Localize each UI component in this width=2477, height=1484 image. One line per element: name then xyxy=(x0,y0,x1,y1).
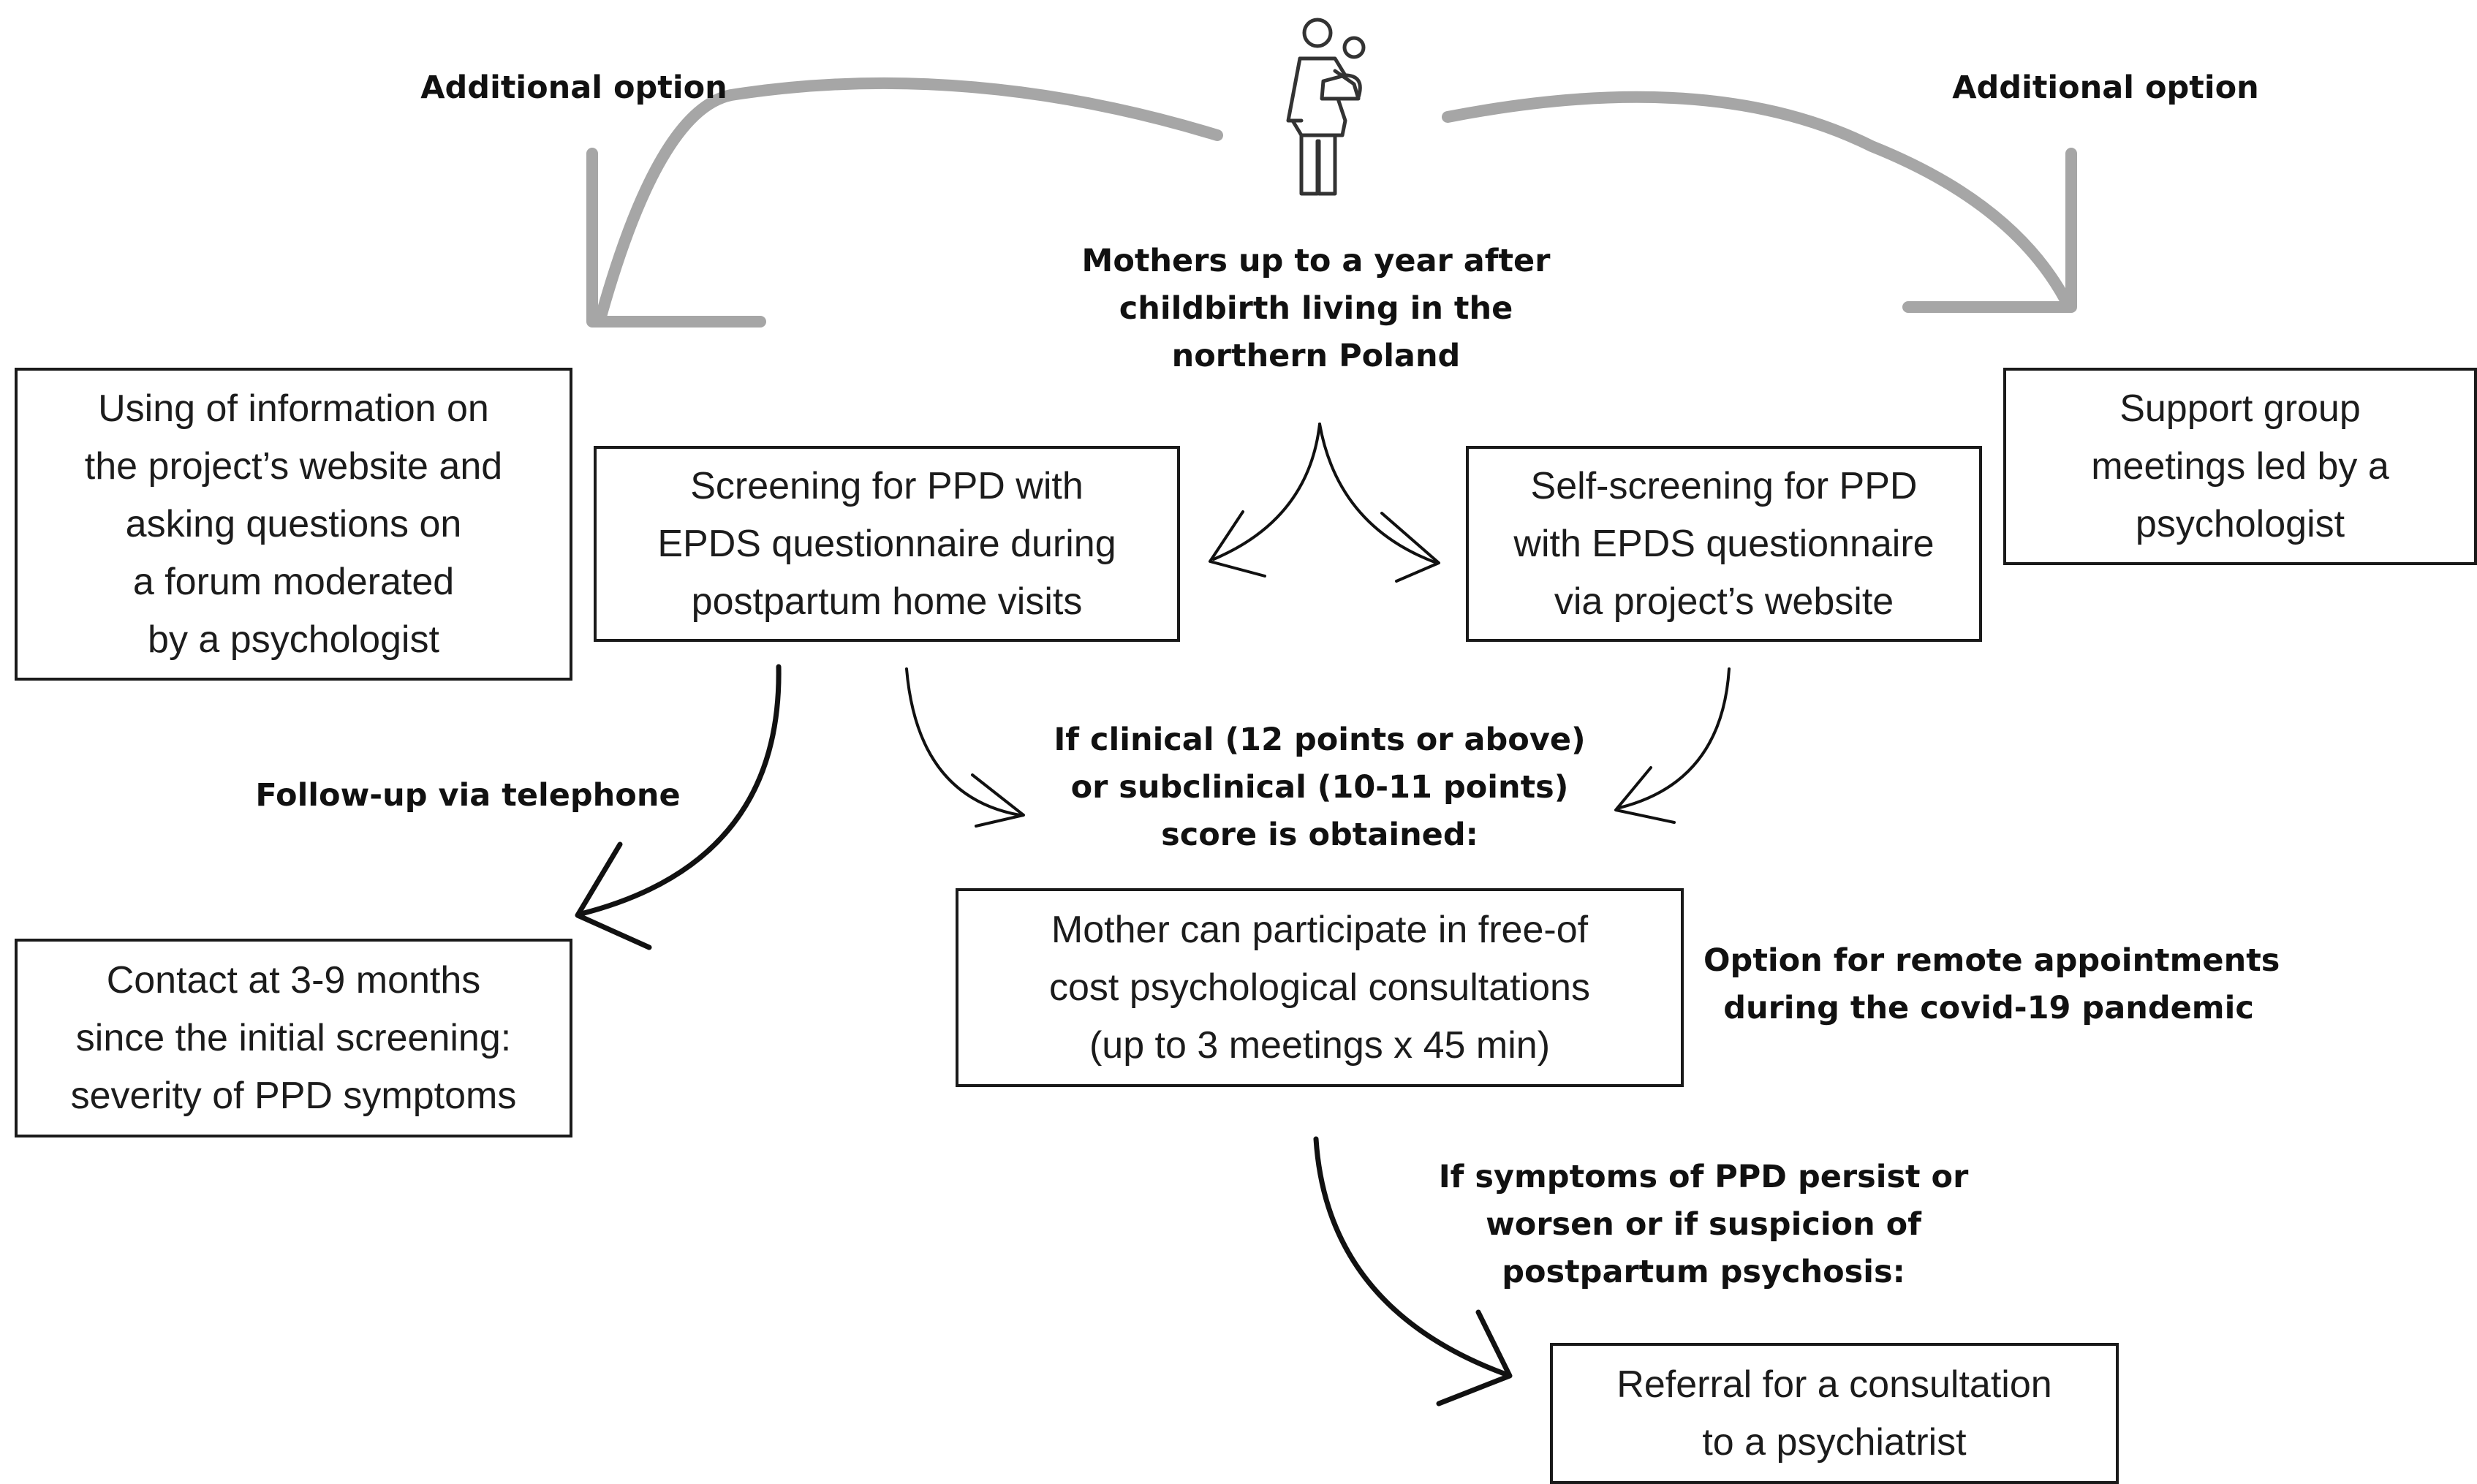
additional-option-label-right: Additional option xyxy=(1952,69,2259,106)
arrow-self-to-consult xyxy=(1618,667,1731,809)
box-home-screening: Screening for PPD with EPDS questionnair… xyxy=(594,446,1180,642)
additional-option-label-left: Additional option xyxy=(420,69,727,106)
arrow-left-additional xyxy=(594,77,1223,328)
follow-up-label: Follow-up via telephone xyxy=(255,777,681,814)
arrow-home-to-consult xyxy=(905,667,1021,817)
arrowhead-to-follow-up xyxy=(575,841,652,950)
arrowhead-right-additional xyxy=(1902,148,2077,313)
mother-with-baby-icon xyxy=(1286,18,1366,196)
condition-score-label: If clinical (12 points or above) or subc… xyxy=(1054,722,1586,853)
arrowhead-to-home-screening xyxy=(1209,510,1266,578)
condition-referral-label: If symptoms of PPD persist or worsen or … xyxy=(1438,1159,1969,1290)
arrow-right-additional xyxy=(1442,91,2075,313)
arrowhead-to-referral xyxy=(1436,1309,1513,1407)
population-label: Mothers up to a year after childbirth li… xyxy=(1081,243,1551,374)
arrowhead-self-to-consult xyxy=(1614,766,1676,824)
box-website-forum: Using of information on the project’s we… xyxy=(15,368,572,681)
remote-option-label: Option for remote appointments during th… xyxy=(1703,942,2280,1026)
arrow-to-self-screening xyxy=(1318,423,1438,564)
arrow-to-referral xyxy=(1313,1136,1509,1377)
box-follow-up-contact: Contact at 3-9 months since the initial … xyxy=(15,939,572,1137)
box-support-group: Support group meetings led by a psycholo… xyxy=(2003,368,2477,565)
arrowhead-to-self-screening xyxy=(1380,512,1440,583)
box-self-screening: Self-screening for PPD with EPDS questio… xyxy=(1466,446,1982,642)
arrow-to-follow-up xyxy=(578,664,782,917)
arrow-to-home-screening xyxy=(1212,423,1321,561)
box-referral: Referral for a consultation to a psychia… xyxy=(1550,1343,2119,1484)
arrowhead-home-to-consult xyxy=(971,773,1025,828)
box-consultations: Mother can participate in free-of cost p… xyxy=(956,888,1684,1087)
arrowhead-left-additional xyxy=(586,148,766,328)
